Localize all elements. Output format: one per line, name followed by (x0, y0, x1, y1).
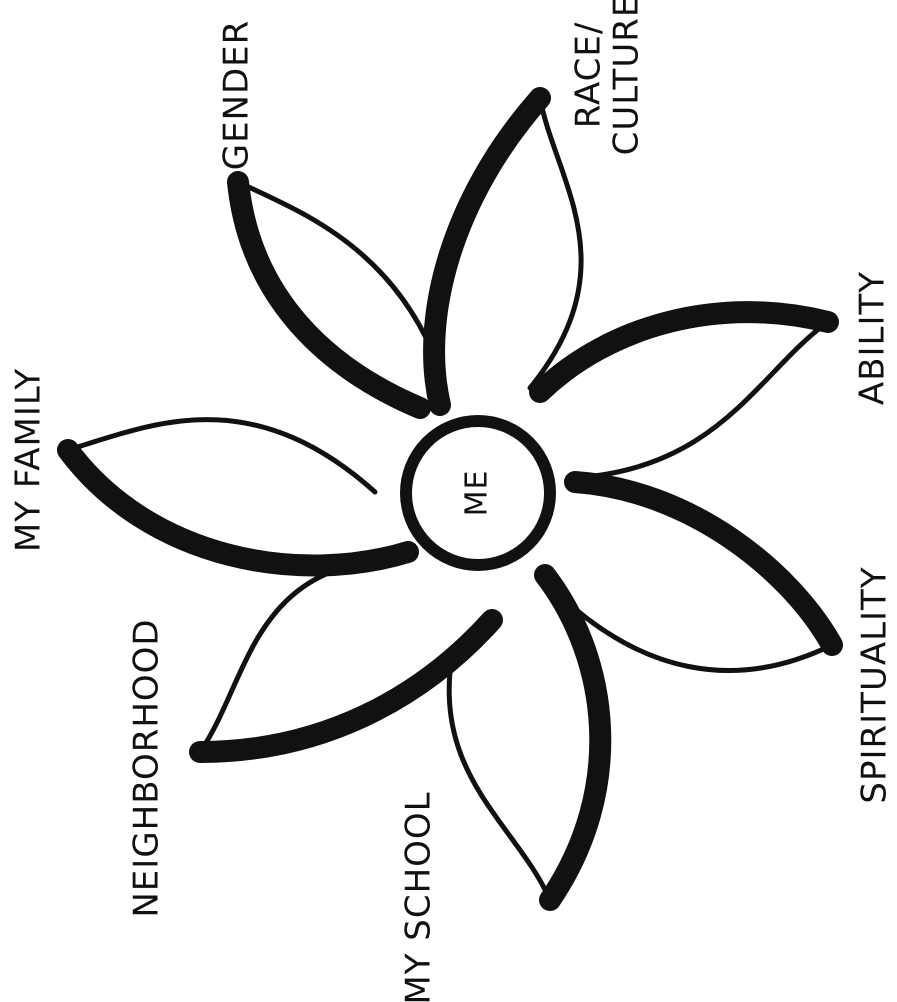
label-race: RACE/ (569, 22, 609, 129)
center-circle: ME (406, 421, 550, 565)
label-ability: ABILITY (853, 271, 893, 405)
label-neighborhood: NEIGHBORHOOD (127, 618, 167, 917)
label-my-school: MY SCHOOL (399, 791, 439, 1002)
petal-gender (235, 178, 452, 412)
label-culture: CULTURE (607, 0, 647, 155)
center-label-me: ME (460, 470, 495, 517)
label-spirituality: SPIRITUALITY (855, 566, 895, 803)
petal-my-family (65, 420, 408, 566)
petal-ability (535, 312, 830, 480)
label-gender: GENDER (217, 20, 257, 171)
petal-neighborhood (198, 558, 492, 752)
label-my-family: MY FAMILY (9, 368, 49, 552)
